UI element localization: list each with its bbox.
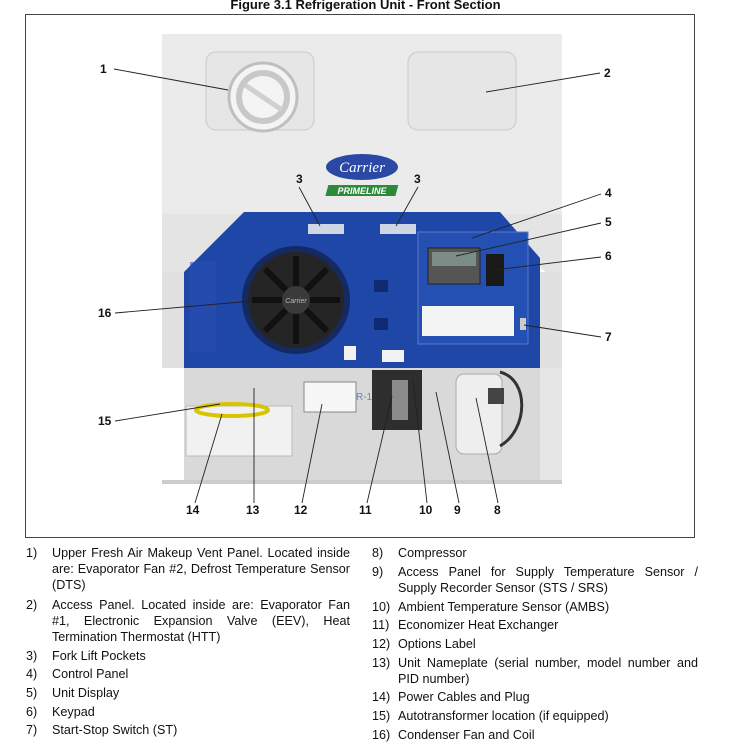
callout-13: 13 [246, 503, 260, 517]
carrier-logo-text: Carrier [339, 160, 385, 176]
legend-item-6: 6)Keypad [26, 705, 95, 719]
legend-item-3: 3)Fork Lift Pockets [26, 649, 146, 663]
callout-4: 4 [605, 186, 612, 200]
refrigeration-unit-photo: Carrier PRIMELINE Carrier R-134a [113, 34, 602, 504]
callout-15: 15 [98, 414, 112, 428]
callout-3-right: 3 [414, 172, 421, 186]
carrier-logo [326, 154, 398, 180]
warning-label [422, 306, 514, 336]
legend-item-13: 13)Unit Nameplate (serial number, model … [372, 656, 698, 686]
power-cables [194, 402, 270, 418]
callout-14: 14 [186, 503, 200, 517]
primeline-logo [325, 185, 399, 196]
primeline-logo-text: PRIMELINE [337, 186, 387, 196]
callout-12: 12 [294, 503, 308, 517]
legend-item-5: 5)Unit Display [26, 686, 120, 700]
callout-1: 1 [100, 62, 107, 76]
callout-11: 11 [359, 503, 372, 517]
legend-item-16: 16)Condenser Fan and Coil [372, 728, 535, 742]
callout-5: 5 [605, 215, 612, 229]
callout-2: 2 [604, 66, 611, 80]
callout-9: 9 [454, 503, 461, 517]
legend-item-1: 1)Upper Fresh Air Makeup Vent Panel. Loc… [26, 546, 350, 592]
figure-title: Figure 3.1 Refrigeration Unit - Front Se… [230, 0, 501, 12]
forklift-pocket-left [308, 224, 344, 234]
callout-8: 8 [494, 503, 501, 517]
access-panel [407, 51, 517, 131]
callout-3-left: 3 [296, 172, 303, 186]
legend-item-4: 4)Control Panel [26, 667, 129, 681]
callout-16: 16 [98, 306, 112, 320]
forklift-pocket-right [380, 224, 416, 234]
legend-item-15: 15)Autotransformer location (if equipped… [372, 709, 609, 723]
options-label [303, 381, 357, 413]
legend-item-11: 11)Economizer Heat Exchanger [372, 618, 559, 632]
legend-item-10: 10)Ambient Temperature Sensor (AMBS) [372, 600, 610, 614]
callout-10: 10 [419, 503, 433, 517]
legend-item-12: 12)Options Label [372, 637, 476, 651]
legend-item-2: 2)Access Panel. Located inside are: Evap… [26, 598, 350, 644]
callout-7: 7 [605, 330, 612, 344]
leader-lines [113, 68, 602, 504]
fan-hub-text: Carrier [285, 298, 307, 305]
legend-item-9: 9)Access Panel for Supply Temperature Se… [372, 565, 698, 595]
callout-6: 6 [605, 249, 612, 263]
legend-item-7: 7)Start-Stop Switch (ST) [26, 723, 178, 737]
start-stop-switch [520, 318, 526, 330]
legend-item-14: 14)Power Cables and Plug [372, 690, 530, 704]
legend-item-8: 8)Compressor [372, 546, 467, 560]
